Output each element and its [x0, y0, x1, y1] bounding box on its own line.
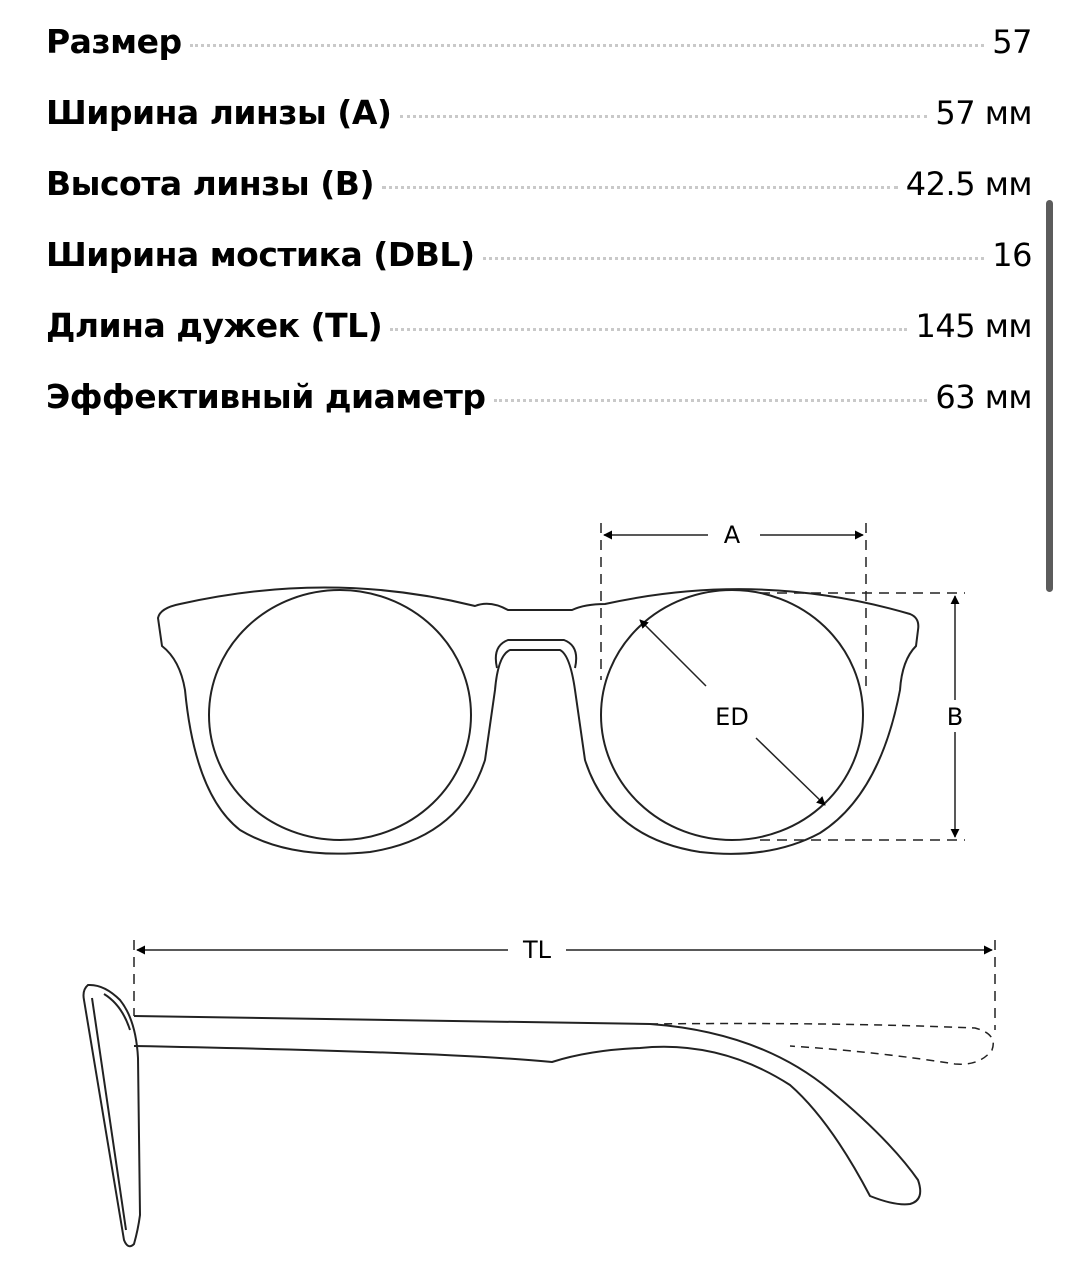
spec-row-lens-width: Ширина линзы (A) 57 мм [46, 77, 1032, 148]
spec-label: Высота линзы (B) [46, 164, 375, 203]
side-view [82, 983, 922, 1248]
dot-leader [382, 186, 898, 189]
dimension-ed [639, 619, 826, 806]
spec-value: 57 мм [935, 94, 1032, 132]
spec-label: Длина дужек (TL) [46, 306, 383, 345]
spec-value: 63 мм [935, 378, 1032, 416]
dot-leader [493, 399, 928, 402]
right-lens [600, 589, 864, 841]
label-a: A [724, 521, 741, 549]
spec-row-size: Размер 57 [46, 6, 1032, 77]
dot-leader [399, 115, 928, 118]
label-b: B [947, 703, 963, 731]
temple-arm [133, 1015, 922, 1206]
spec-row-lens-height: Высота линзы (B) 42.5 мм [46, 148, 1033, 219]
spec-row-effective-diameter: Эффективный диаметр 63 мм [46, 361, 1032, 432]
spec-value: 42.5 мм [905, 165, 1033, 203]
spec-label: Ширина мостика (DBL) [46, 235, 475, 274]
spec-list: Размер 57 Ширина линзы (A) 57 мм Высота … [46, 6, 1033, 432]
spec-value: 145 мм [915, 307, 1032, 345]
front-frame-inner-2 [103, 993, 131, 1031]
scrollbar-thumb[interactable] [1046, 200, 1053, 592]
spec-row-bridge-width: Ширина мостика (DBL) 16 [46, 219, 1032, 290]
spec-value: 57 [992, 23, 1032, 61]
label-ed: ED [715, 703, 749, 731]
bridge-inner [494, 639, 578, 669]
dot-leader [482, 257, 985, 260]
spec-label: Размер [46, 22, 182, 61]
spec-row-temple-length: Длина дужек (TL) 145 мм [46, 290, 1032, 361]
spec-label: Ширина линзы (A) [46, 93, 392, 132]
frame-outline [156, 586, 920, 855]
front-frame-inner [91, 997, 127, 1231]
spec-value: 16 [992, 236, 1032, 274]
dot-leader [189, 44, 985, 47]
dimension-a [600, 523, 867, 690]
temple-tip-dashed [649, 1022, 994, 1065]
dot-leader [390, 328, 908, 331]
left-lens [208, 589, 472, 841]
front-view [156, 586, 920, 855]
spec-label: Эффективный диаметр [46, 377, 486, 416]
front-frame-side [82, 983, 142, 1248]
label-tl: TL [522, 936, 552, 964]
dimension-tl [133, 940, 996, 1030]
